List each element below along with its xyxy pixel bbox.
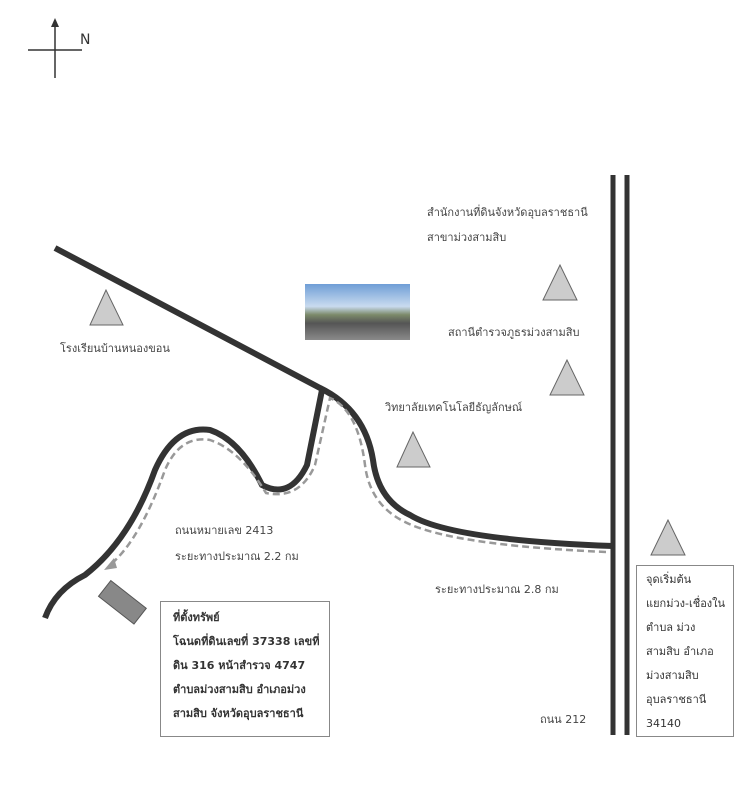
property-info-box: ที่ตั้งทรัพย์ โฉนดที่ดินเลขที่ 37338 เลข… — [160, 601, 330, 737]
label-police: สถานีตำรวจภูธรม่วงสามสิบ — [448, 326, 580, 339]
start-line: ตำบล ม่วง — [646, 621, 696, 634]
label-road-212: ถนน 212 — [540, 713, 587, 726]
property-line: โฉนดที่ดินเลขที่ 37338 เลขที่ — [173, 635, 320, 648]
start-line: 34140 — [646, 717, 681, 730]
label-school: โรงเรียนบ้านหนองขอน — [60, 342, 170, 355]
property-line: สามสิบ จังหวัดอุบลราชธานี — [173, 707, 304, 720]
route-dashed — [109, 396, 607, 566]
label-road-2413: ถนนหมายเลข 2413 — [175, 524, 274, 537]
street-photo — [305, 284, 410, 340]
start-line: อุบลราชธานี — [646, 693, 707, 706]
landmark-college-icon — [396, 430, 431, 468]
landmark-land-office-icon — [542, 263, 578, 301]
label-distance-2-2: ระยะทางประมาณ 2.2 กม — [175, 550, 299, 563]
label-college: วิทยาลัยเทคโนโลยีธัญลักษณ์ — [385, 401, 523, 414]
property-marker — [97, 579, 147, 625]
start-line: แยกม่วง-เชื่องใน — [646, 597, 726, 610]
landmark-police-icon — [549, 358, 585, 396]
landmark-school-icon — [89, 288, 124, 326]
start-point-box: จุดเริ่มต้น แยกม่วง-เชื่องใน ตำบล ม่วง ส… — [636, 565, 734, 737]
start-line: จุดเริ่มต้น — [646, 573, 692, 586]
property-line: ดิน 316 หน้าสำรวจ 4747 — [173, 659, 306, 672]
road-2413 — [42, 389, 325, 620]
compass-icon — [28, 18, 82, 78]
start-line: ม่วงสามสิบ — [646, 669, 699, 682]
north-label: N — [80, 32, 91, 48]
route-arrow-icon — [104, 558, 117, 570]
property-line: ตำบลม่วงสามสิบ อำเภอม่วง — [173, 683, 306, 696]
property-title: ที่ตั้งทรัพย์ — [173, 611, 220, 624]
highway-212 — [610, 175, 630, 735]
main-road — [53, 245, 614, 549]
label-land-office-2: สาขาม่วงสามสิบ — [427, 231, 507, 244]
label-land-office-1: สำนักงานที่ดินจังหวัดอุบลราชธานี — [427, 206, 588, 219]
landmark-start-icon — [650, 518, 686, 556]
label-distance-2-8: ระยะทางประมาณ 2.8 กม — [435, 583, 559, 596]
start-line: สามสิบ อำเภอ — [646, 645, 714, 658]
